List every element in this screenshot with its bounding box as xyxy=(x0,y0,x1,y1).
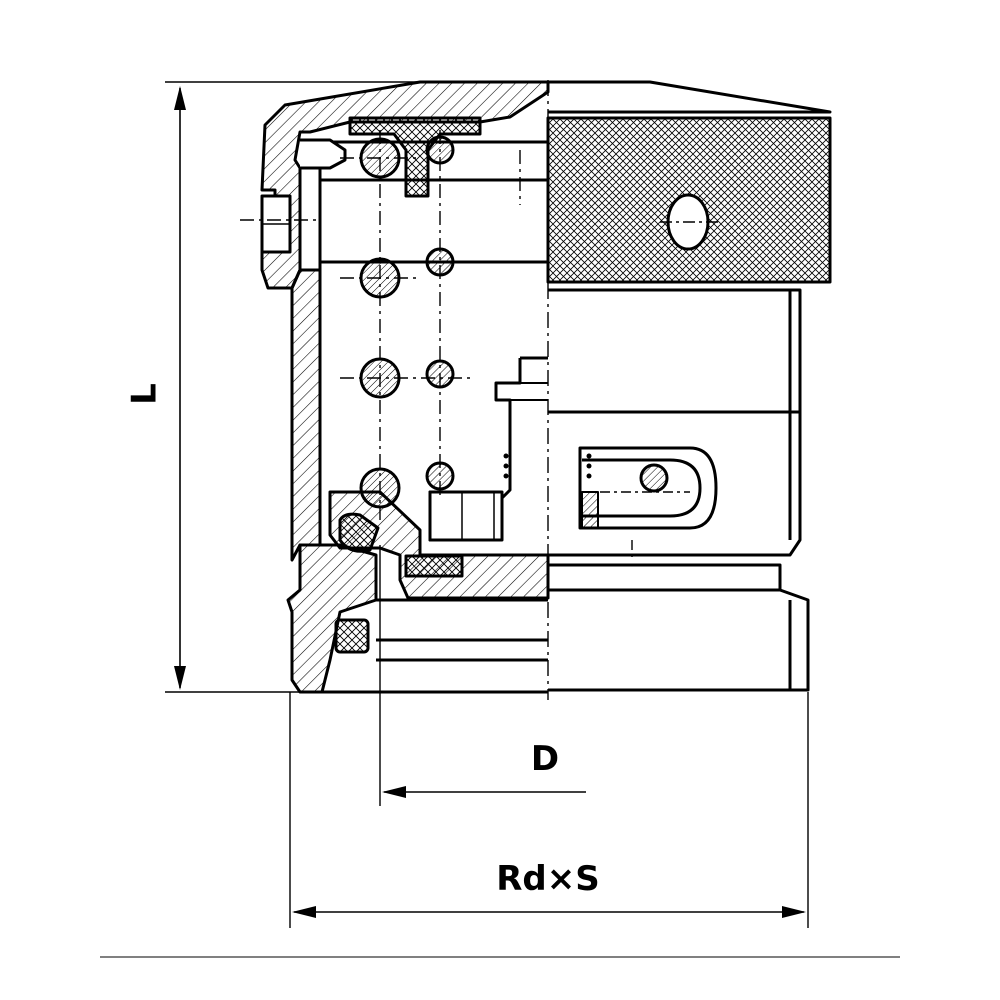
base-seal xyxy=(334,618,370,654)
diameter-label: D xyxy=(531,739,559,779)
top-chamfer xyxy=(548,80,832,114)
outer-sleeve xyxy=(290,268,322,562)
thread-label: Rd×S xyxy=(496,859,600,899)
dimensions xyxy=(100,81,900,958)
main-body xyxy=(548,288,802,557)
right-exterior xyxy=(503,80,832,692)
bottom-seal xyxy=(404,554,464,578)
left-section xyxy=(240,80,550,694)
window-pin xyxy=(639,463,669,493)
thread-collar xyxy=(548,563,810,692)
cage-box xyxy=(428,490,504,542)
piston-o-ring xyxy=(338,512,380,553)
length-label: L xyxy=(125,383,165,405)
